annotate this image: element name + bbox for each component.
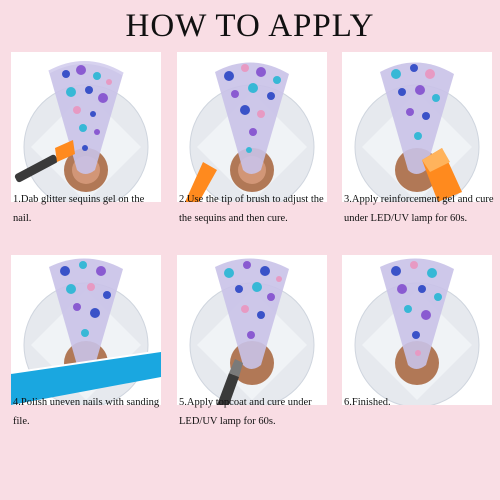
nail-tip-icon: [215, 258, 289, 369]
step-2-photo: [177, 52, 327, 202]
step-1-caption: 1.Dab glitter sequins gel on the nail.: [13, 194, 145, 224]
page-title: HOW TO APPLY: [125, 8, 375, 44]
brush-icon: [185, 162, 217, 202]
glitter-pattern: [224, 64, 281, 153]
step-5-photo: [177, 255, 327, 405]
glitter-pattern: [60, 261, 111, 337]
glitter-pattern: [224, 261, 282, 339]
step-4-photo: [11, 255, 161, 405]
step-4-caption: 4.Polish uneven nails with sanding file.: [13, 397, 160, 427]
step-3-caption: 3.Apply reinforcement gel and cure under…: [344, 194, 494, 224]
step-1-photo: [11, 52, 161, 202]
glitter-pattern: [62, 65, 112, 151]
brush-icon: [14, 140, 75, 183]
sanding-file-icon: [11, 350, 161, 405]
brush-icon: [217, 359, 243, 405]
brush-icon: [422, 148, 462, 202]
step-2-caption: 2.Use the tip of brush to adjust the the…: [179, 194, 324, 224]
glitter-pattern: [391, 261, 442, 356]
step-5-caption: 5.Apply topcoat and cure under LED/UV la…: [179, 397, 312, 427]
glitter-pattern: [391, 64, 440, 140]
step-3-photo: [342, 52, 492, 202]
step-6-photo: [342, 255, 492, 405]
step-6-caption: 6.Finished.: [344, 397, 391, 408]
